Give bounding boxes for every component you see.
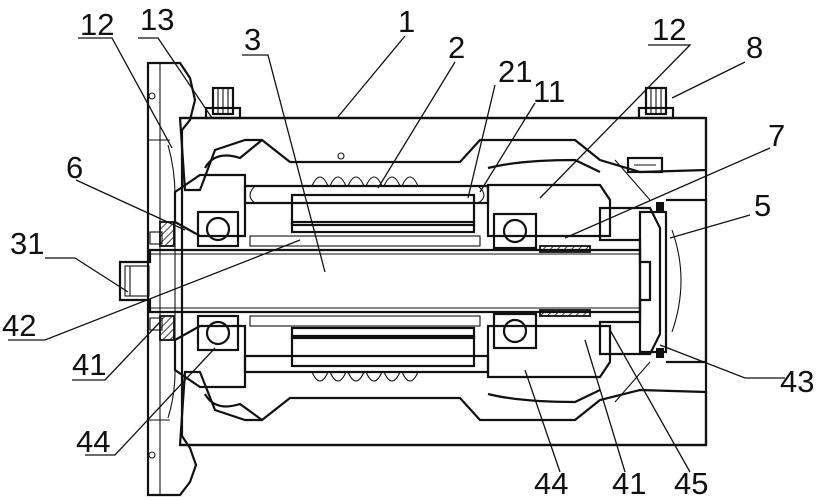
lower-spring-loops bbox=[311, 371, 419, 382]
upper-coil bbox=[290, 152, 476, 234]
label-2: 2 bbox=[448, 30, 465, 65]
leader-lines bbox=[8, 35, 785, 473]
left-flange bbox=[146, 61, 198, 497]
label-8: 8 bbox=[746, 30, 763, 65]
label-44-left: 44 bbox=[76, 424, 110, 459]
label-44-right: 44 bbox=[534, 466, 568, 500]
shaft bbox=[118, 248, 652, 314]
label-43: 43 bbox=[780, 364, 814, 399]
right-bearing-assembly bbox=[486, 158, 612, 404]
part-labels: 13 12 3 1 2 21 11 12 8 7 5 6 31 42 41 44… bbox=[2, 2, 814, 500]
label-12-right: 12 bbox=[652, 12, 686, 47]
label-12-left: 12 bbox=[80, 7, 114, 42]
housing-upper-wall bbox=[178, 116, 708, 192]
upper-spring-loops bbox=[311, 176, 419, 187]
housing bbox=[146, 61, 708, 497]
label-21: 21 bbox=[498, 54, 532, 89]
label-45: 45 bbox=[674, 466, 708, 500]
label-7: 7 bbox=[768, 118, 785, 153]
label-13: 13 bbox=[140, 2, 174, 37]
bolt-left bbox=[204, 86, 242, 120]
label-5: 5 bbox=[754, 188, 771, 223]
right-end-cap bbox=[598, 156, 708, 403]
bolt-right bbox=[637, 86, 675, 120]
label-1: 1 bbox=[398, 4, 415, 39]
label-6: 6 bbox=[66, 150, 83, 185]
label-41-left: 41 bbox=[72, 347, 106, 382]
label-31: 31 bbox=[10, 226, 44, 261]
central-cavity bbox=[243, 184, 490, 374]
label-3: 3 bbox=[244, 22, 261, 57]
shaft-sleeve-lower bbox=[249, 315, 481, 327]
label-11: 11 bbox=[533, 74, 565, 109]
label-41-right: 41 bbox=[612, 466, 646, 500]
left-bearing-assembly bbox=[149, 139, 263, 421]
shaft-sleeve-upper bbox=[249, 235, 481, 247]
label-42: 42 bbox=[2, 308, 36, 343]
lower-coil bbox=[290, 326, 476, 382]
housing-lower-wall bbox=[178, 370, 708, 447]
